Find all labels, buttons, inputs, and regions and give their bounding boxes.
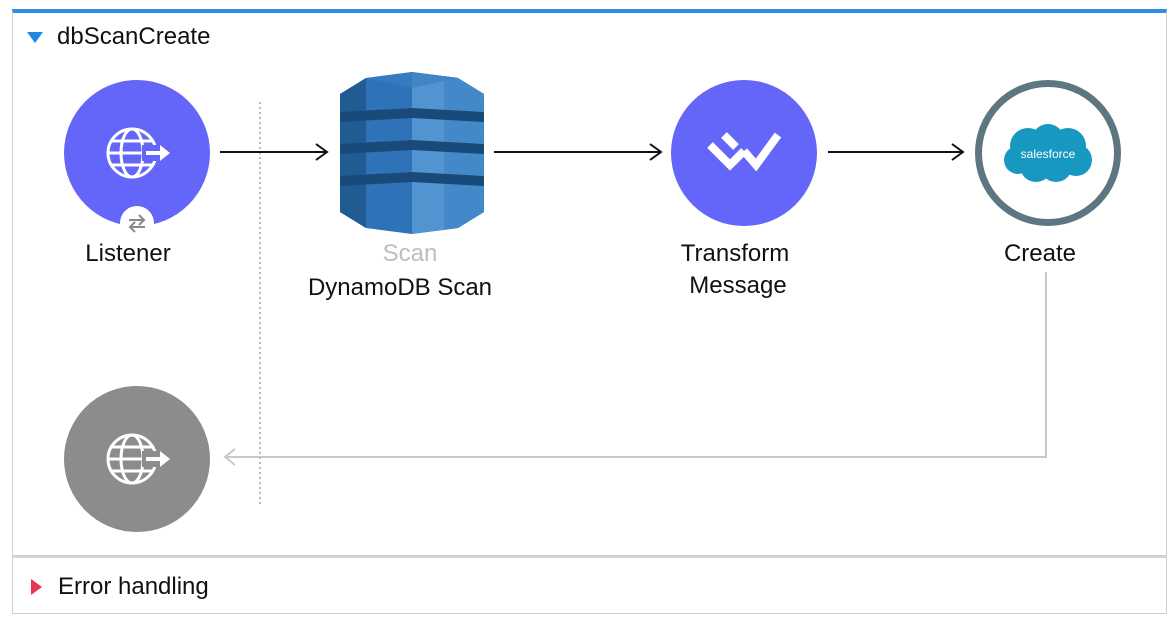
create-label: Create — [1003, 240, 1077, 267]
dynamodb-scan-label: DynamoDB Scan — [307, 274, 493, 301]
arrow-transform-to-create — [828, 143, 965, 161]
error-handling-header[interactable]: Error handling — [31, 573, 209, 601]
listener-label: Listener — [85, 240, 171, 267]
salesforce-logo-text: salesforce — [1021, 147, 1076, 161]
response-circle[interactable] — [64, 386, 210, 532]
expand-arrow-icon[interactable] — [31, 579, 42, 595]
transform-label-line2: Message — [689, 272, 787, 299]
error-handling-title: Error handling — [58, 573, 209, 600]
exchange-badge-icon — [120, 206, 154, 240]
arrow-scan-to-transform — [494, 143, 663, 161]
scan-title: Scan — [382, 240, 438, 267]
arrow-listener-to-scan — [220, 143, 329, 161]
transform-circle[interactable] — [671, 80, 817, 226]
salesforce-icon: salesforce — [1004, 124, 1092, 182]
http-listener-icon — [106, 127, 172, 179]
arrow-return-to-listener — [223, 272, 1047, 466]
error-handling-panel: Error handling — [12, 556, 1167, 614]
collapse-arrow-icon[interactable] — [27, 31, 43, 43]
transform-label-line1: Transform — [680, 240, 790, 267]
flow-title: dbScanCreate — [57, 23, 211, 50]
listener-circle[interactable] — [64, 80, 210, 226]
create-circle[interactable]: salesforce — [975, 80, 1121, 226]
flow-header[interactable]: dbScanCreate — [27, 23, 210, 51]
dynamodb-icon[interactable] — [340, 72, 484, 234]
http-listener-icon — [106, 433, 172, 485]
dataweave-icon — [707, 132, 782, 172]
